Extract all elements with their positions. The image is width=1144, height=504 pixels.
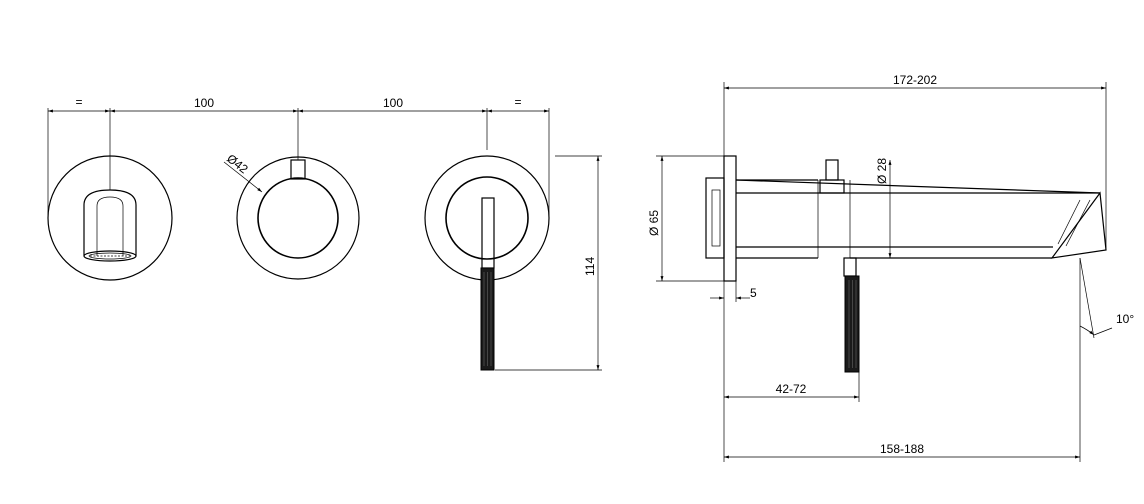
height-dimension: 114 [495,155,602,371]
dim-height: 114 [583,257,597,276]
dim-plate-thickness: 5 [750,286,757,300]
overall-length-dimension: 172-202 [723,73,1107,462]
top-dimension-chain: = 100 100 = [47,95,550,218]
dim-angle: 10° [1116,312,1134,326]
front-view: = 100 100 = Ø42 [47,95,602,371]
spout-projection-dimension: 158-188 [724,442,1080,459]
dim-spout-projection: 158-188 [880,442,924,456]
dim-diameter-plate: Ø 65 [647,210,661,236]
dim-overall-length: 172-202 [893,73,937,87]
plate-diameter-dimension: Ø 65 [647,155,724,282]
dim-spacing-a: 100 [194,96,214,110]
dim-diameter-spout: Ø 28 [875,158,889,184]
dim-equal-right: = [514,95,521,109]
wall-plate-profile [705,155,737,282]
spout-profile [735,179,1107,259]
diverter-plate: Ø42 [223,151,360,280]
spout-plate [47,155,173,281]
dim-spacing-b: 100 [383,96,403,110]
dim-wall-range: 42-72 [776,382,807,396]
angle-dimension: 10° [1079,257,1134,462]
spout-diameter-dimension: Ø 28 [875,158,892,258]
mixer-plate [424,155,550,371]
dim-diameter-knob: Ø42 [224,151,251,176]
plate-thickness-dimension: 5 [710,281,757,302]
wall-range-dimension: 42-72 [724,372,860,402]
side-view: 172-202 Ø 65 [647,73,1134,462]
dim-equal-left: = [75,95,82,109]
side-lever [819,159,860,373]
